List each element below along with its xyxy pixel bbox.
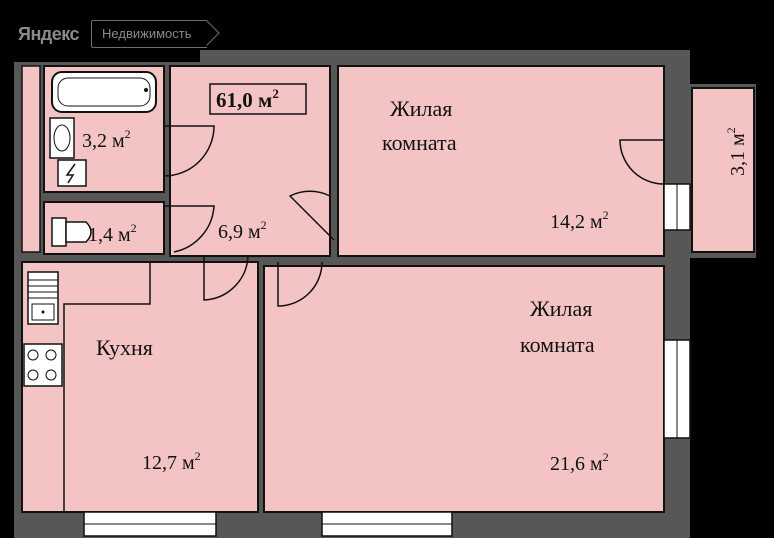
balcony-room <box>691 87 755 253</box>
realty-tag: Недвижимость <box>91 20 208 48</box>
toilet-fixture <box>51 217 92 247</box>
living-room-1 <box>337 65 665 257</box>
total-area-value: 61,0 м2 <box>216 86 279 112</box>
wall-column-left <box>21 65 41 253</box>
bathroom-area: 3,2 м2 <box>82 127 131 152</box>
toilet-door <box>164 205 215 253</box>
kitchen-counter <box>22 261 151 513</box>
yandex-logo: Яндекс <box>18 23 80 44</box>
balcony-area: 3,1 м2 <box>724 127 749 176</box>
bathroom-door <box>163 125 215 177</box>
lightning-icon <box>65 163 76 184</box>
kitchen-name: Кухня <box>96 335 153 360</box>
kitchen-door <box>203 255 249 301</box>
living-room-2-area: 21,6 м2 <box>550 450 609 475</box>
living-room-1-name: Жилая комната <box>382 96 458 155</box>
brand-watermark: Яндекс Недвижимость <box>18 20 208 48</box>
balcony-door-swing <box>619 139 665 185</box>
living-room-2 <box>263 265 665 513</box>
electric-panel <box>57 159 87 187</box>
living-room-2-door <box>277 261 323 307</box>
kitchen-area: 12,7 м2 <box>142 449 201 474</box>
total-area-box <box>209 83 307 115</box>
living-room-1-door <box>288 190 335 241</box>
hallway-area: 6,9 м2 <box>218 218 267 243</box>
kitchen-stove <box>23 343 63 387</box>
kitchen-sink <box>27 271 59 325</box>
living-room-2-name: Жилая комната <box>520 296 598 357</box>
toilet-area: 1,4 м2 <box>88 221 137 246</box>
living-room-1-area: 14,2 м2 <box>550 208 609 233</box>
